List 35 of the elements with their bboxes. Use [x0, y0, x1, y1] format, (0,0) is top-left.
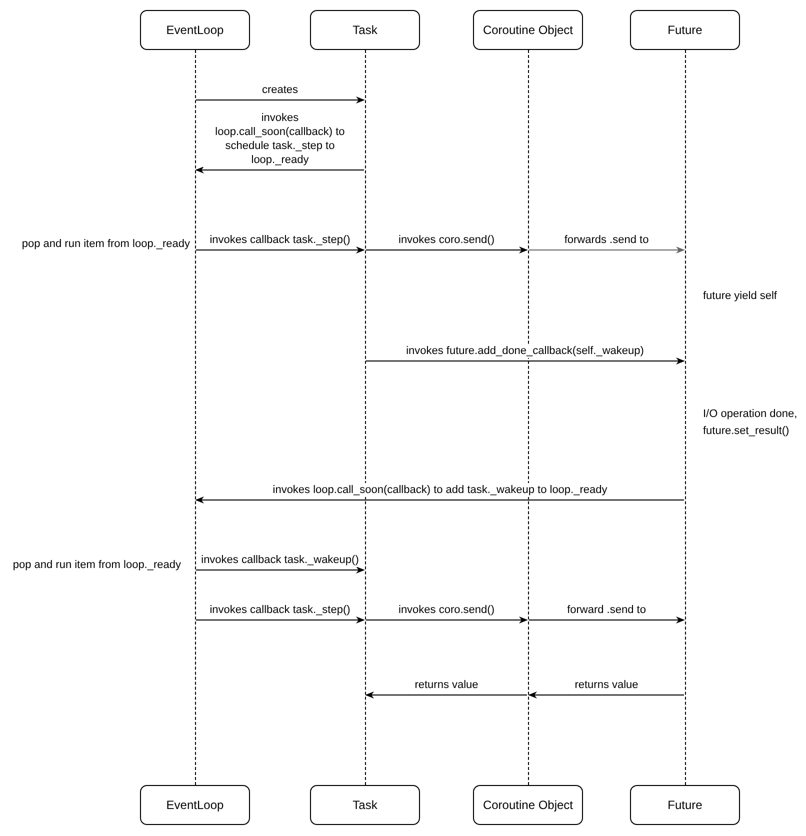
edge-label: invokes callback task._wakeup(): [199, 553, 361, 567]
lifeline-head: Coroutine Object: [473, 785, 583, 825]
edge-label: invokes coro.send(): [396, 603, 496, 617]
message-arrow: [366, 357, 685, 365]
lifeline-head: Task: [310, 10, 420, 50]
message-arrow: [528, 616, 685, 624]
lifeline-head: Task: [310, 785, 420, 825]
message-arrow: [195, 166, 364, 174]
message-arrow: [196, 246, 365, 254]
edge-label: invokes loop.call_soon(callback) to add task._wakeup to loop._ready: [270, 483, 610, 497]
lifeline-head: Future: [630, 10, 740, 50]
lifeline-head: EventLoop: [140, 10, 250, 50]
message-arrow: [528, 246, 685, 254]
lifeline: [685, 50, 686, 785]
lifeline-head: Coroutine Object: [473, 10, 583, 50]
edge-label: invokes callback task._step(): [208, 603, 352, 617]
edge-label: invokes callback task._step(): [208, 233, 352, 247]
edge-label: invokes future.add_done_callback(self._wakeup): [404, 344, 646, 358]
message-arrow: [195, 496, 684, 504]
note-text: pop and run item from loop._ready: [20, 237, 190, 252]
message-arrow: [196, 96, 365, 104]
note-text: future yield self: [703, 289, 778, 304]
message-arrow: [196, 566, 365, 574]
message-arrow: [366, 616, 528, 624]
lifeline: [365, 50, 366, 785]
message-arrow: [365, 691, 528, 699]
message-arrow: [196, 616, 365, 624]
lifeline: [195, 50, 196, 785]
lifeline-head: Future: [630, 785, 740, 825]
message-arrow: [366, 246, 528, 254]
note-text: I/O operation done, future.set_result(): [703, 407, 798, 439]
lifeline-head: EventLoop: [140, 785, 250, 825]
note-text: pop and run item from loop._ready: [12, 558, 181, 573]
message-arrow: [528, 691, 684, 699]
edge-label: invokes coro.send(): [396, 233, 496, 247]
